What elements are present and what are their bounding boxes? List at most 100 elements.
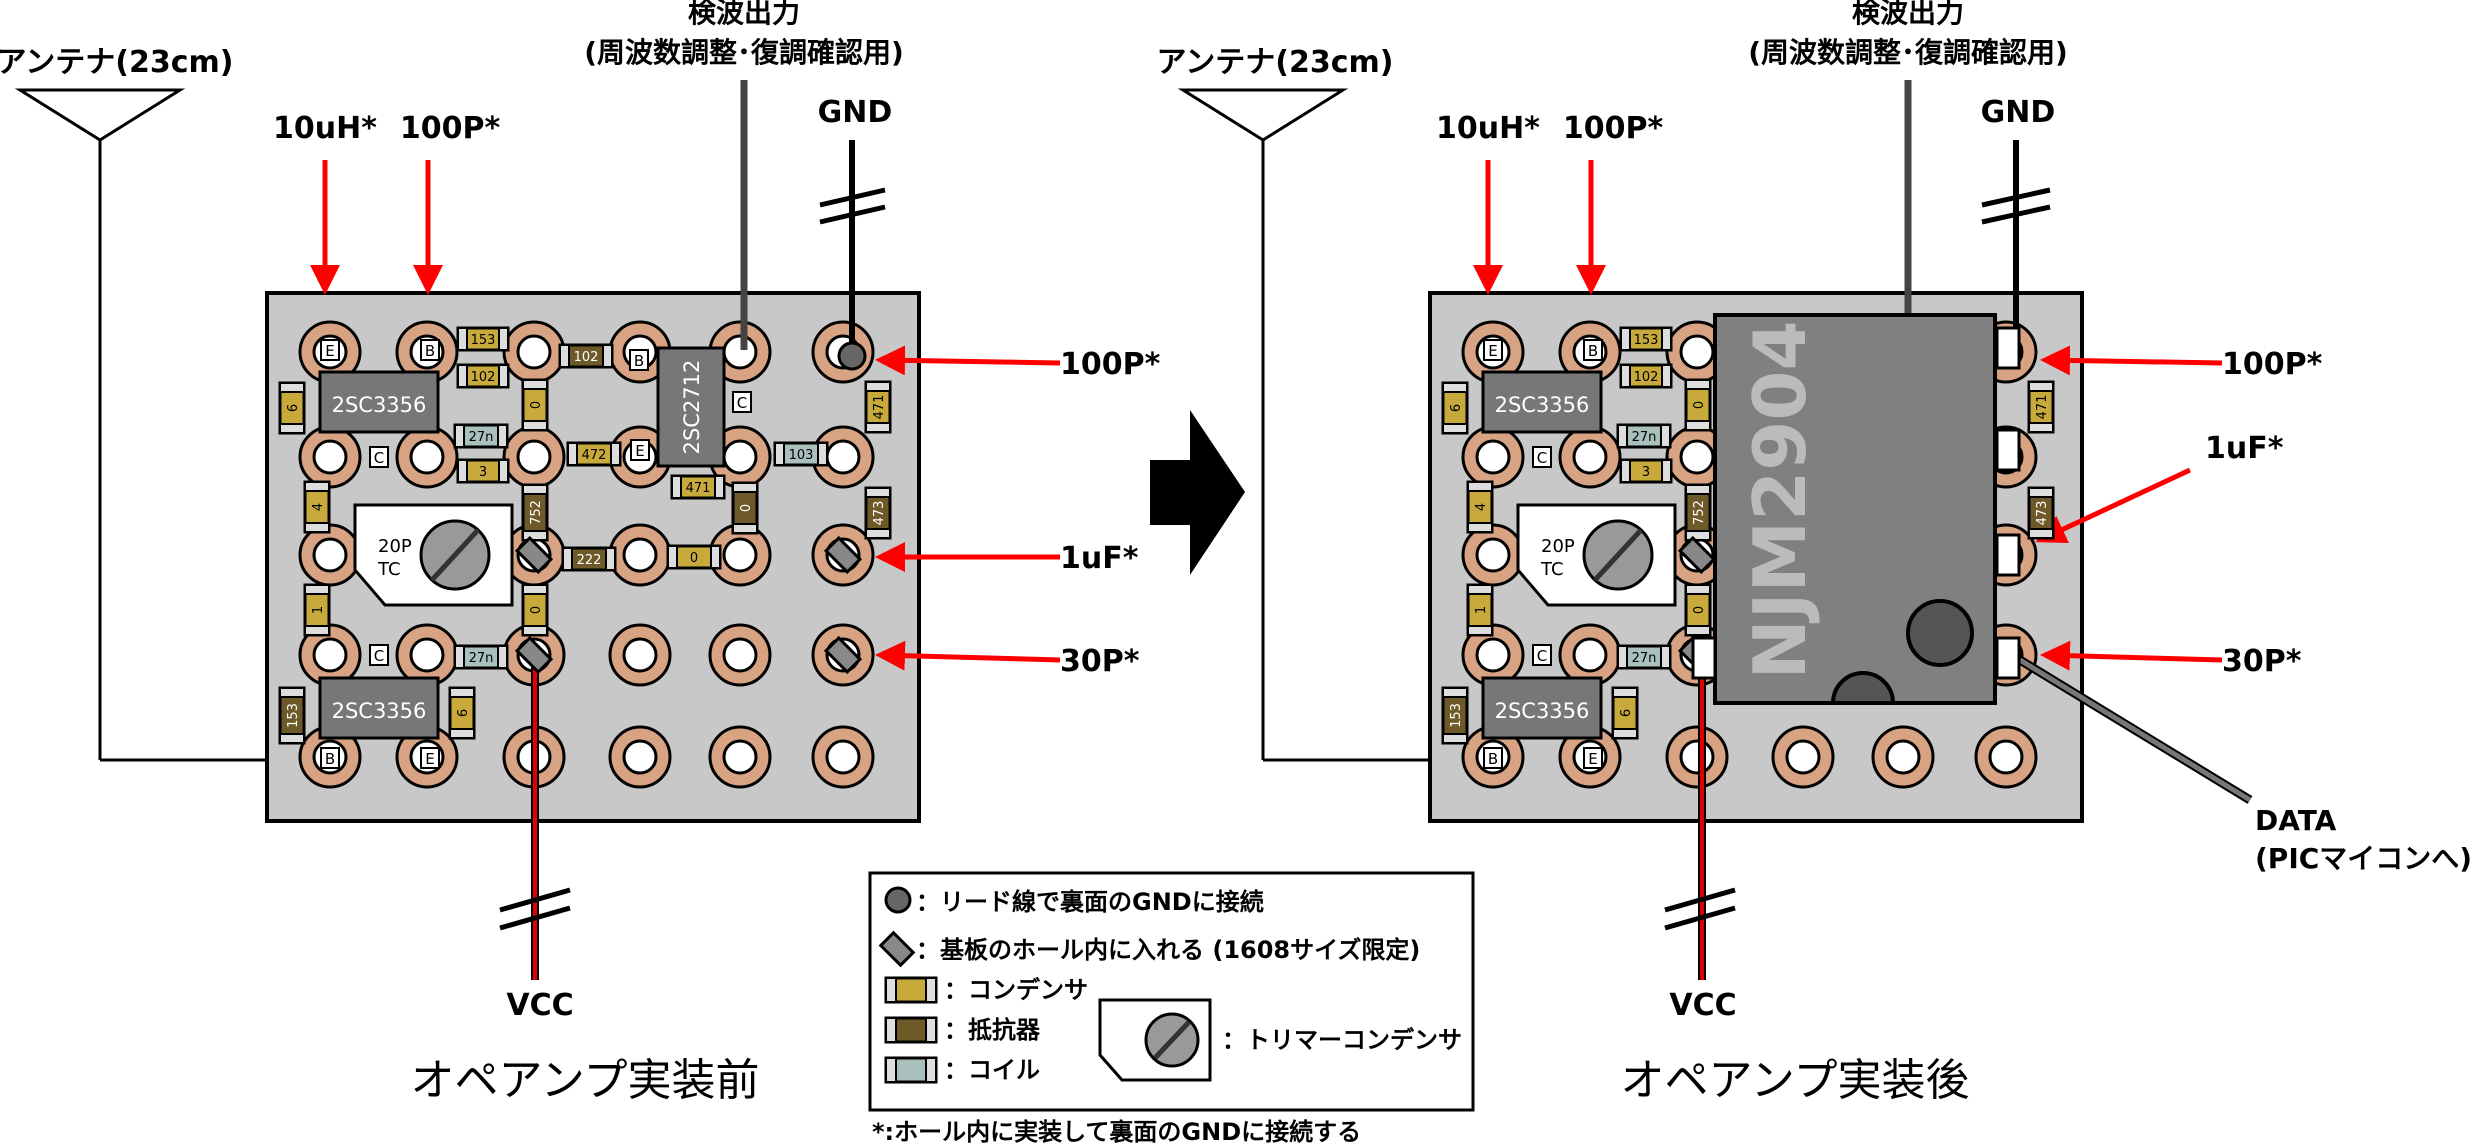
- label-100p-top: 100P*: [400, 111, 501, 146]
- resistor-102: 102: [558, 343, 614, 369]
- resistor-752: 752: [1684, 483, 1712, 542]
- svg-text:0: 0: [690, 551, 698, 566]
- resistor-222: 222: [561, 546, 617, 572]
- svg-text:1: 1: [311, 606, 326, 614]
- trimmer-capacitor: 20P TC: [353, 503, 514, 607]
- svg-text:B: B: [1488, 750, 1498, 768]
- trimmer-label-r2: TC: [1540, 559, 1564, 580]
- trimmer-label-1: 20P: [378, 536, 412, 557]
- label-10uh: 10uH*: [273, 111, 377, 146]
- svg-text:B: B: [1588, 342, 1598, 360]
- transistor-bottom: 2SC3356: [318, 676, 440, 740]
- tilted-1608-part: [823, 535, 863, 575]
- svg-text:471: 471: [2035, 395, 2050, 420]
- pin-label: C: [1532, 446, 1552, 468]
- pad: [395, 425, 459, 489]
- svg-text:2SC3356: 2SC3356: [332, 393, 427, 417]
- svg-text:102: 102: [471, 370, 496, 385]
- label-10uh-right: 10uH*: [1436, 111, 1540, 146]
- caption-before: オペアンプ実装前: [411, 1055, 760, 1106]
- label-100p-right: 100P*: [1060, 347, 1161, 382]
- svg-text:C: C: [374, 449, 384, 467]
- svg-text:153: 153: [286, 703, 301, 728]
- pin-label: C: [369, 644, 389, 666]
- pad: [1461, 523, 1525, 587]
- legend-footnote: *:ホール内に実装して裏面のGNDに接続する: [872, 1118, 1361, 1146]
- capacitor-6-b: 6: [448, 686, 476, 740]
- svg-text:C: C: [374, 647, 384, 665]
- antenna-label: アンテナ(23cm): [0, 45, 234, 80]
- capacitor-6: 6: [1441, 381, 1469, 435]
- pad: [1558, 623, 1622, 687]
- pad: [502, 320, 566, 384]
- tilted-part-icon: [878, 930, 916, 968]
- resistor-153: 153: [278, 686, 306, 745]
- legend-item-1: ：リード線で裏面のGNDに接続: [916, 888, 1264, 916]
- trimmer-icon: [1098, 998, 1212, 1082]
- capacitor-1: 1: [303, 583, 331, 637]
- legend-item-4: ：抵抗器: [944, 1016, 1041, 1044]
- svg-text:E: E: [1588, 750, 1597, 768]
- capacitor-3: 3: [1619, 458, 1673, 484]
- tilted-1608-part: [514, 635, 554, 675]
- label-100p-top-right: 100P*: [1563, 111, 1664, 146]
- capacitor-153: 153: [456, 326, 510, 352]
- pin-label: E: [1583, 747, 1603, 769]
- label-100p-right-r: 100P*: [2222, 347, 2323, 382]
- data-wire: [2018, 657, 2252, 803]
- coil-27n-b: 27n: [1616, 644, 1672, 670]
- svg-text:E: E: [425, 750, 434, 768]
- capacitor-6-b: 6: [1611, 686, 1639, 740]
- detect-title-right: 検波出力: [1852, 0, 1964, 29]
- capacitor-102: 102: [456, 363, 510, 389]
- pad: [708, 623, 772, 687]
- data-title: DATA: [2255, 804, 2337, 837]
- svg-text:27n: 27n: [469, 430, 494, 445]
- svg-text:6: 6: [286, 404, 301, 412]
- svg-text:1: 1: [1474, 606, 1489, 614]
- pin-label: C: [1532, 644, 1552, 666]
- capacitor-4: 4: [1466, 480, 1494, 534]
- svg-text:E: E: [1488, 342, 1497, 360]
- capacitor-471: 471: [864, 380, 892, 434]
- svg-text:2SC2712: 2SC2712: [680, 360, 704, 455]
- trimmer-label-r1: 20P: [1541, 536, 1575, 557]
- opamp-njm2904: NJM2904: [1691, 313, 2021, 705]
- pad: [298, 425, 362, 489]
- arrow-30p-right: [2040, 640, 2223, 671]
- svg-text:27n: 27n: [1632, 651, 1657, 666]
- svg-text:471: 471: [872, 395, 887, 420]
- left-diagram: アンテナ(23cm) 検波出力 (周波数調整･復調確認用) GND VCC 10…: [0, 0, 1161, 1023]
- pad: [298, 623, 362, 687]
- pad: [1558, 425, 1622, 489]
- legend-item-3: ：コンデンサ: [944, 976, 1088, 1004]
- capacitor-icon: [884, 976, 938, 1004]
- capacitor-6: 6: [278, 381, 306, 435]
- resistor-473: 473: [864, 486, 892, 540]
- capacitor-153: 153: [1619, 326, 1673, 352]
- tilted-1608-part: [823, 635, 863, 675]
- pad: [298, 523, 362, 587]
- pad: [608, 623, 672, 687]
- svg-text:153: 153: [1449, 703, 1464, 728]
- resistor-473: 473: [2027, 486, 2055, 540]
- vcc-label-right: VCC: [1669, 988, 1736, 1023]
- transistor-bottom-right: 2SC3356: [1481, 676, 1603, 740]
- coil-icon: [884, 1056, 938, 1084]
- pin-label: E: [320, 339, 340, 361]
- capacitor-4: 4: [303, 480, 331, 534]
- pin-label: E: [420, 747, 440, 769]
- capacitor-471: 471: [2027, 380, 2055, 434]
- svg-text:3: 3: [479, 465, 487, 480]
- svg-text:153: 153: [471, 333, 496, 348]
- svg-text:6: 6: [1449, 404, 1464, 412]
- resistor-0: 0: [731, 481, 759, 535]
- detect-sub: (周波数調整･復調確認用): [584, 36, 904, 69]
- caption-after: オペアンプ実装後: [1621, 1055, 1970, 1106]
- resistor-153: 153: [1441, 686, 1469, 745]
- resistor-752: 752: [521, 483, 549, 542]
- svg-text:27n: 27n: [469, 651, 494, 666]
- svg-text:27n: 27n: [1632, 430, 1657, 445]
- coil-27n: 27n: [1616, 423, 1672, 449]
- transistor-top: 2SC3356: [318, 370, 440, 434]
